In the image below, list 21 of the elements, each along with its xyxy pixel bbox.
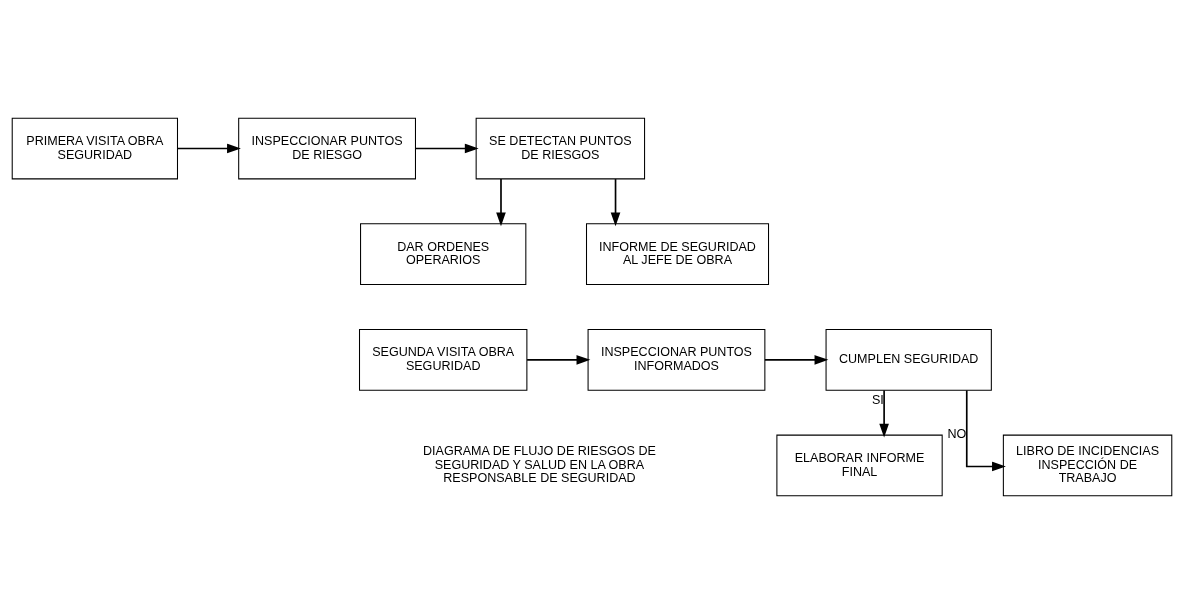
node-box: PRIMERA VISITA OBRA SEGURIDAD <box>11 117 178 180</box>
label: DIAGRAMA DE FLUJO DE RIESGOS DE SEGURIDAD Y SALUD EN LA OBRA RESPONSABLE DE SEGURIDAD <box>423 444 656 486</box>
arrow <box>526 355 591 365</box>
edge-label: SI <box>871 392 884 407</box>
node-box: DAR ORDENES OPERARIOS <box>360 223 527 286</box>
arrow <box>610 178 621 227</box>
node-box: INFORME DE SEGURIDAD AL JEFE DE OBRA <box>586 223 770 286</box>
node-box: CUMPLEN SEGURIDAD <box>825 328 992 391</box>
arrow <box>879 389 889 438</box>
arrow <box>176 143 241 154</box>
node-box: INSPECCIONAR PUNTOS DE RIESGO <box>238 117 416 180</box>
node-box: SEGUNDA VISITA OBRA SEGURIDAD <box>359 328 528 391</box>
node-box: LIBRO DE INCIDENCIAS INSPECCIÓN DE TRABAJO <box>1002 434 1173 497</box>
node-box: SE DETECTAN PUNTOS DE RIESGOS <box>475 117 646 180</box>
arrow <box>965 389 1006 472</box>
arrow <box>496 178 506 227</box>
node-box: ELABORAR INFORME FINAL <box>776 434 943 497</box>
arrow <box>414 143 479 154</box>
edge-label: NO <box>947 426 967 441</box>
node-box: INSPECCIONAR PUNTOS INFORMADOS <box>587 328 766 391</box>
arrow <box>764 355 829 365</box>
